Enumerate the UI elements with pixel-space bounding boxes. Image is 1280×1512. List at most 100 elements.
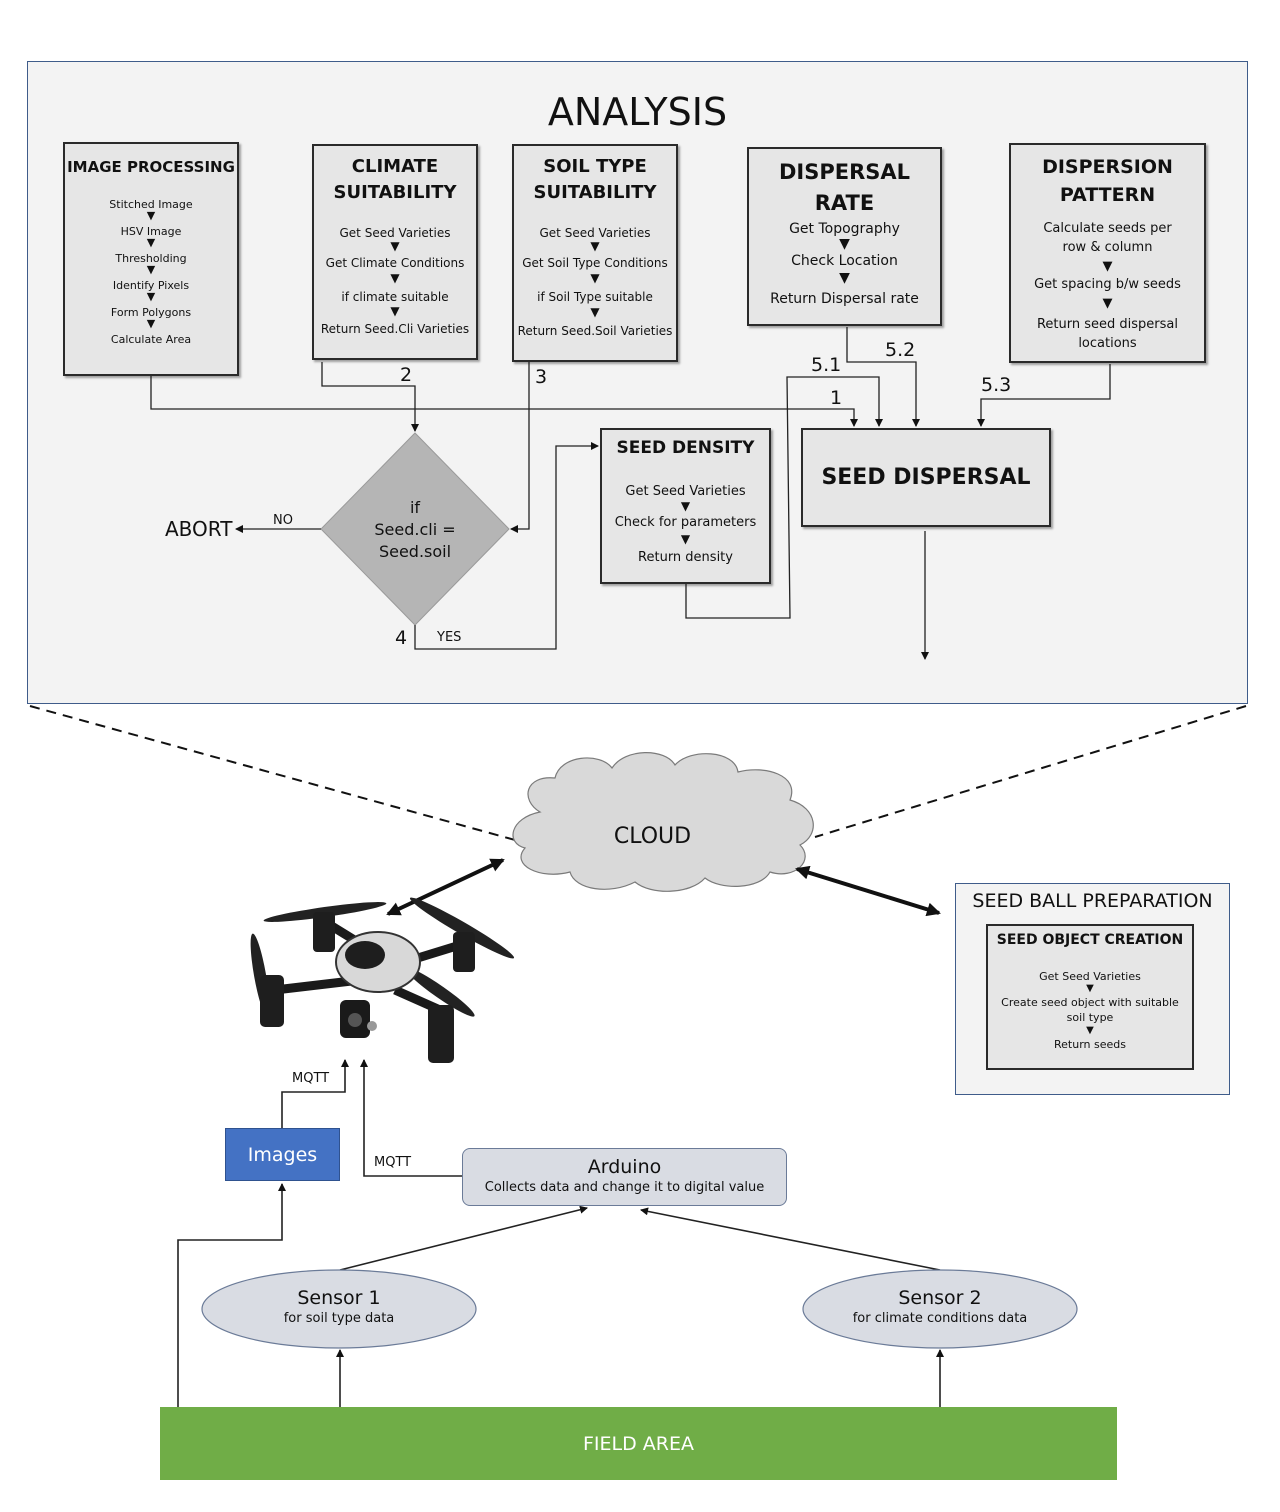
dispersion-title-2: PATTERN [1059, 184, 1156, 206]
ip-step-4: Identify Pixels [112, 279, 190, 292]
connector-4 [414, 442, 599, 650]
seed-dispersal-title: SEED DISPERSAL [821, 465, 1031, 490]
image-processing-title: IMAGE PROCESSING [67, 158, 235, 176]
sd-step-3: Return density [638, 550, 733, 565]
drone-cloud-arrow [386, 858, 505, 916]
arrow-down-icon: ▼ [680, 532, 691, 546]
label-2: 2 [400, 364, 413, 386]
drone-illustration [250, 897, 515, 1063]
no-label: NO [273, 513, 293, 528]
soil-step-3: if Soil Type suitable [537, 290, 653, 304]
dp-step-3: Return seed dispersal [1036, 317, 1178, 332]
decision-line-2: Seed.cli = [374, 520, 456, 539]
image-processing-box: IMAGE PROCESSING Stitched Image ▼ HSV Im… [63, 142, 239, 376]
decision-line-3: Seed.soil [378, 542, 452, 561]
label-3: 3 [535, 366, 548, 388]
arrow-down-icon: ▼ [1086, 1025, 1094, 1036]
arrow-down-icon: ▼ [146, 209, 156, 222]
arduino-mqtt-connector [360, 1059, 463, 1177]
arrow-down-icon: ▼ [680, 499, 691, 513]
connector-5-2 [846, 327, 920, 427]
images-box: Images [225, 1128, 340, 1181]
field-area: FIELD AREA [160, 1407, 1117, 1480]
arrow-down-icon: ▼ [390, 239, 400, 253]
sensor2-arduino-connector [640, 1207, 941, 1271]
soil-type-suitability-box: SOIL TYPE SUITABILITY Get Seed Varieties… [512, 144, 678, 362]
seed-density-box: SEED DENSITY Get Seed Varieties ▼ Check … [600, 428, 771, 584]
arrow-down-icon: ▼ [839, 270, 850, 286]
analysis-title: ANALYSIS [547, 90, 728, 134]
dp-step-1: Calculate seeds per [1043, 221, 1172, 236]
arrow-down-icon: ▼ [839, 236, 850, 252]
sd-step-1: Get Seed Varieties [625, 484, 746, 499]
sensor1-text: Sensor 1 for soil type data [202, 1287, 476, 1326]
sensor2-ellipse [802, 1269, 1078, 1349]
so-step-3: Return seeds [1054, 1038, 1126, 1051]
label-5-3: 5.3 [981, 374, 1012, 396]
zoom-line-right [814, 705, 1247, 838]
label-5-1: 5.1 [811, 354, 842, 376]
mqtt-label-mid: MQTT [374, 1155, 412, 1170]
so-step-2: Create seed object with suitable [1001, 996, 1179, 1009]
seed-object-title: SEED OBJECT CREATION [996, 932, 1184, 948]
dr-step-1: Get Topography [789, 221, 900, 237]
climate-step-2: Get Climate Conditions [325, 256, 465, 270]
zoom-line-left [29, 705, 516, 841]
label-5-2: 5.2 [885, 339, 916, 361]
sensor2-title: Sensor 2 [898, 1287, 982, 1309]
soil-step-4: Return Seed.Soil Varieties [517, 324, 673, 338]
dr-step-3: Return Dispersal rate [770, 291, 919, 307]
label-4: 4 [395, 627, 408, 649]
dp-step-1b: row & column [1062, 240, 1153, 255]
seed-density-title: SEED DENSITY [616, 438, 755, 458]
dispersion-title-1: DISPERSION [1042, 156, 1173, 178]
arrow-down-icon: ▼ [390, 304, 400, 318]
arduino-title: Arduino [587, 1156, 662, 1178]
arrow-down-icon: ▼ [590, 271, 600, 285]
connector-2 [321, 362, 419, 432]
so-step-1: Get Seed Varieties [1039, 970, 1141, 983]
climate-title-1: CLIMATE [351, 156, 439, 177]
sensor1-ellipse [201, 1269, 477, 1349]
sensor2-subtitle: for climate conditions data [852, 1311, 1028, 1326]
ip-step-1: Stitched Image [109, 198, 193, 211]
soil-step-2: Get Soil Type Conditions [522, 256, 668, 270]
soil-title-2: SUITABILITY [533, 182, 657, 203]
arrow-down-icon: ▼ [590, 305, 600, 319]
arrow-down-icon: ▼ [590, 239, 600, 253]
arrow-down-icon: ▼ [390, 271, 400, 285]
soil-title-1: SOIL TYPE [543, 156, 647, 177]
soil-step-1: Get Seed Varieties [539, 226, 651, 240]
climate-title-2: SUITABILITY [333, 182, 457, 203]
ip-step-6: Calculate Area [110, 333, 192, 346]
abort-label: ABORT [165, 517, 233, 541]
field-images-connector [177, 1183, 286, 1407]
arrow-down-icon: ▼ [146, 317, 156, 330]
arrow-down-icon: ▼ [146, 290, 156, 303]
connector-5-1 [685, 376, 883, 619]
dp-step-2: Get spacing b/w seeds [1034, 277, 1181, 292]
so-step-2b: soil type [1066, 1011, 1114, 1024]
climate-suitability-box: CLIMATE SUITABILITY Get Seed Varieties ▼… [312, 144, 478, 360]
sensor1-title: Sensor 1 [297, 1287, 381, 1309]
sensor1-arduino-connector [339, 1205, 588, 1271]
arduino-box: Arduino Collects data and change it to d… [462, 1148, 787, 1206]
decision-line-1: if [409, 498, 421, 517]
ip-step-2: HSV Image [120, 225, 182, 238]
arrow-down-icon: ▼ [1086, 983, 1094, 994]
arrow-down-icon: ▼ [1102, 296, 1113, 311]
dispersal-rate-title-2: RATE [814, 191, 875, 215]
images-mqtt-connector [281, 1059, 349, 1128]
dispersal-rate-title-1: DISPERSAL [778, 160, 911, 184]
seed-dispersal-box: SEED DISPERSAL [801, 428, 1051, 527]
cloud-label: CLOUD [613, 824, 692, 849]
seed-ball-title: SEED BALL PREPARATION [972, 890, 1213, 912]
climate-step-1: Get Seed Varieties [339, 226, 451, 240]
arrow-down-icon: ▼ [146, 236, 156, 249]
climate-step-3: if climate suitable [341, 290, 449, 304]
ip-step-3: Thresholding [115, 252, 187, 265]
cloud-seedball-arrow [795, 865, 941, 917]
arrow-down-icon: ▼ [1102, 259, 1113, 274]
sensor2-text: Sensor 2 for climate conditions data [803, 1287, 1077, 1326]
ip-step-5: Form Polygons [110, 306, 192, 319]
